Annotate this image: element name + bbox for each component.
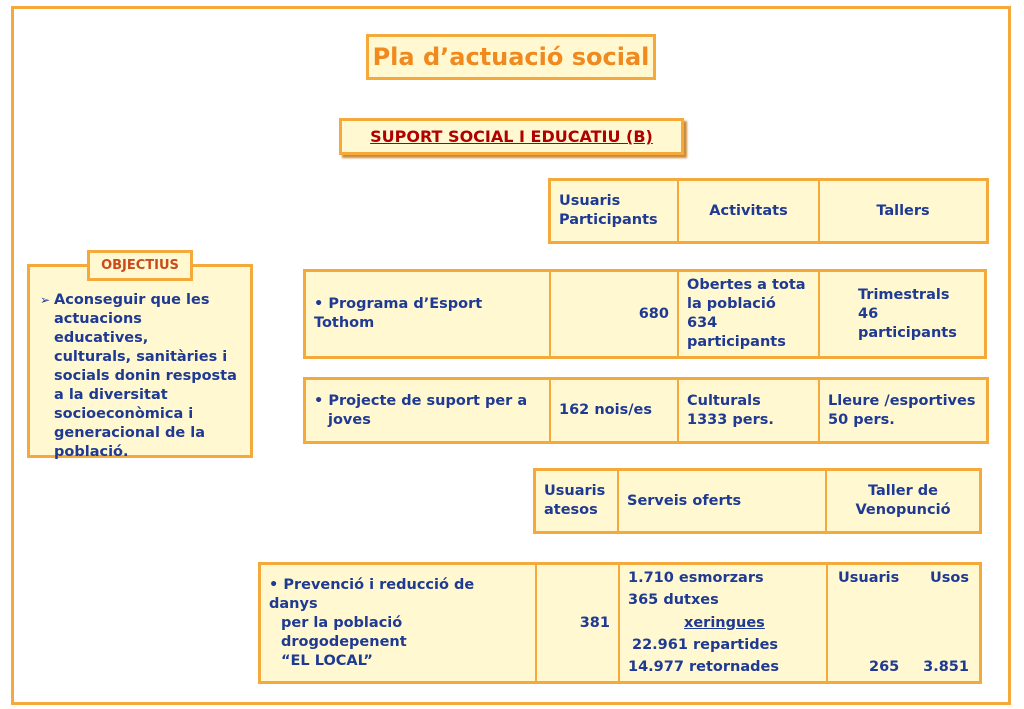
header-text: Taller de [868,483,938,499]
row-joves-users: 162 nois/es [551,380,679,441]
objective-line: a la diversitat [54,387,168,403]
row-esport-name: Programa d’Esport Tothom [306,272,551,356]
row-esport-tothom: Programa d’Esport Tothom 680 Obertes a t… [303,269,987,359]
usos-label: Usos [930,570,969,586]
row-name-text: “EL LOCAL” [281,652,373,669]
usos-value: 3.851 [923,659,969,675]
workshop-text: 46 participants [858,305,957,341]
row-projecte-joves: Projecte de suport per a joves 162 nois/… [303,377,989,444]
usuaris-value: 265 [868,659,900,675]
service-text: 1.710 esmorzars [628,570,764,586]
row-name-text: per la població drogodepenent [281,614,407,650]
header-workshops: Tallers [876,202,930,219]
row-local-venopuncture: Usuaris 265 Usos 3.851 [828,565,979,681]
objective-line: Aconseguir que les [54,292,210,308]
header-table-2: Usuaris atesos Serveis oferts Taller de … [533,468,982,534]
usos-column: Usos 3.851 [923,569,969,677]
header-text: Venopunció [855,502,951,518]
row-el-local: Prevenció i reducció de danys per la pob… [258,562,982,684]
objective-line: socials donin resposta [54,368,237,384]
activity-text: 1333 pers. [687,411,774,428]
usuaris-label: Usuaris [838,570,900,586]
row-joves-workshops: Lleure /esportives 50 pers. [820,380,986,441]
row-local-users: 381 [537,565,620,681]
header-users-attended: Usuaris atesos [536,471,619,531]
row-name-text: Programa d’Esport Tothom [314,295,541,333]
header-activities: Activitats [679,181,820,241]
activity-text: Culturals [687,392,761,409]
row-esport-activities: Obertes a tota la població 634 participa… [679,272,820,356]
header-services-offered: Serveis oferts [619,471,827,531]
row-name-text: joves [328,411,371,428]
usuaris-column: Usuaris 265 [838,569,899,677]
row-joves-activities: Culturals 1333 pers. [679,380,820,441]
page-title: Pla d’actuació social [366,34,656,80]
header-table-1: Usuaris Participants Activitats Tallers [548,178,989,244]
objectives-box: ➢ Aconseguir que les actuacions educativ… [27,264,253,460]
objective-line: població. [54,444,129,460]
arrow-bullet-icon: ➢ [40,293,51,307]
objectives-label: OBJECTIUS [87,250,193,281]
row-local-services: 1.710 esmorzars 365 dutxes xeringues 22.… [620,565,828,681]
section-subtitle: SUPORT SOCIAL I EDUCATIU (B) [339,118,684,155]
objective-line: generacional de la [54,425,205,441]
activity-text: la població [687,296,776,312]
service-text: 22.961 repartides [632,636,779,653]
row-name-text: Projecte de suport per a [314,392,541,411]
objective-line: culturals, sanitàries i [54,349,228,365]
activity-text: participants [687,334,786,350]
header-text: Usuaris [559,193,621,209]
activity-text: 634 [687,315,718,331]
workshop-text: Trimestrals [858,286,950,303]
service-text: 365 dutxes [628,592,719,609]
service-text: 14.977 retornades [628,659,779,675]
row-joves-name: Projecte de suport per a joves [306,380,551,441]
header-text: Usuaris [544,483,606,499]
header-text: atesos [544,502,598,518]
workshop-text: Lleure /esportives [828,392,976,409]
workshop-text: 50 pers. [828,411,895,428]
row-name-text: Prevenció i reducció de danys [269,576,527,614]
objective-line: actuacions educatives, [54,311,149,346]
row-esport-workshops: Trimestrals 46 participants [820,272,984,356]
header-venopuncture-workshop: Taller de Venopunció [827,471,979,531]
objective-text: Aconseguir que les actuacions educatives… [54,291,240,462]
page-frame [11,6,1011,705]
activity-text: Obertes a tota [687,277,806,293]
row-local-name: Prevenció i reducció de danys per la pob… [261,565,537,681]
objective-line: socioeconòmica i [54,406,194,422]
service-text: xeringues [684,614,765,631]
header-text: Participants [559,212,658,228]
row-esport-users: 680 [551,272,679,356]
header-users-participants: Usuaris Participants [551,181,679,241]
